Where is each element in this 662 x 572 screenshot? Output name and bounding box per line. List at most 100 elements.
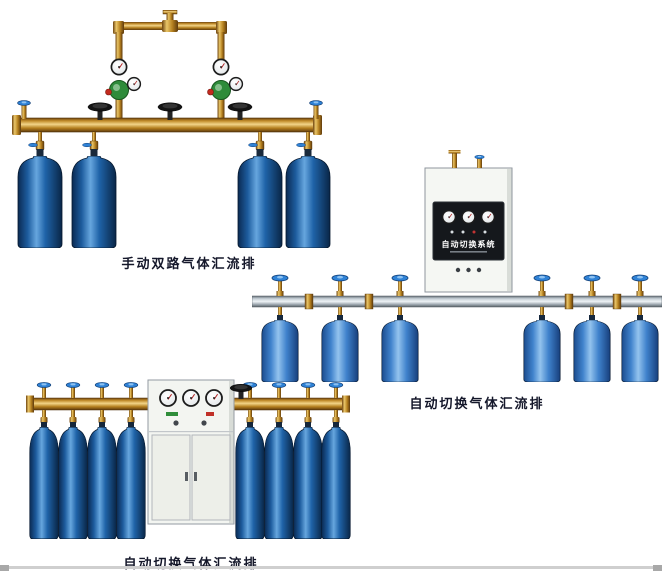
gas-cylinder-icon [573, 320, 611, 382]
pressure-gauge-icon [182, 389, 200, 407]
end-valve-right [309, 100, 323, 119]
valve-handwheel-blue-icon [248, 142, 258, 148]
status-label-red [206, 412, 214, 416]
gas-cylinder-station [237, 132, 283, 248]
manual-dual-manifold-illustration [12, 9, 331, 248]
product-auto-switch-manifold-bottom: 自动切换气体汇流排 [22, 374, 352, 572]
product-caption: 手动双路气体汇流排 [121, 256, 257, 271]
product-caption: 自动切换气体汇流排 [123, 556, 259, 571]
gas-cylinder-station [116, 382, 146, 539]
gas-cylinder-icon [29, 427, 59, 539]
gas-cylinder-station [321, 274, 359, 382]
gas-cylinder-icon [17, 156, 63, 248]
gas-cylinder-station [87, 382, 117, 539]
cabinet-knob [201, 420, 207, 426]
page-corner-mark-right [653, 565, 662, 571]
gas-cylinder-station [523, 274, 561, 382]
valve-handwheel-blue-icon [631, 274, 649, 282]
valve-handwheel-black-icon [227, 102, 253, 112]
indicator-light [472, 230, 476, 234]
gas-cylinder-station [621, 274, 659, 382]
valve-handwheel-blue-icon [328, 382, 344, 388]
gas-cylinder-icon [235, 427, 265, 539]
cabinet-door [151, 434, 191, 521]
pressure-gauge-icon [159, 389, 177, 407]
gas-cylinder-station [381, 274, 419, 382]
auto-switch-manifold-illustration [26, 379, 351, 539]
manual-valve-black-left [87, 102, 113, 120]
manual-valve-black-center [157, 102, 183, 120]
gas-cylinder-station [235, 382, 265, 539]
door-handle [194, 472, 197, 481]
end-valve-left [17, 100, 31, 119]
manual-valve-black-right [227, 102, 253, 120]
gas-cylinder-station [285, 132, 331, 248]
main-manifold-pipe [12, 115, 322, 135]
gas-cylinder-station [264, 382, 294, 539]
cabinet-knob [466, 267, 471, 273]
valve-handwheel-blue-icon [583, 274, 601, 282]
cabinet-knob [476, 267, 482, 273]
regulator-station-right [207, 58, 244, 120]
product-auto-switch-manifold-right: 自动切换系统 [251, 150, 662, 412]
gas-cylinder-station [58, 382, 88, 539]
indicator-light [483, 230, 487, 234]
valve-handwheel-blue-icon [309, 100, 323, 106]
pressure-gauge-icon [228, 76, 244, 92]
product-caption: 自动切换气体汇流排 [409, 396, 545, 411]
valve-handwheel-blue-icon [331, 274, 349, 282]
valve-handwheel-black-icon [157, 102, 183, 112]
page-corner-mark-left [0, 565, 9, 571]
gas-cylinder-station [573, 274, 611, 382]
valve-handwheel-blue-icon [94, 382, 110, 388]
valve-handwheel-blue-icon [82, 142, 92, 148]
pressure-gauge-icon [126, 76, 142, 92]
gas-cylinder-icon [321, 320, 359, 382]
gas-cylinder-icon [293, 427, 323, 539]
cabinet-knob [455, 267, 461, 273]
gas-cylinder-icon [381, 320, 419, 382]
control-cabinet [147, 379, 235, 525]
pressure-gauge-icon [461, 209, 476, 225]
gas-cylinder-icon [116, 427, 146, 539]
valve-handwheel-blue-icon [296, 142, 306, 148]
valve-handwheel-blue-icon [17, 100, 31, 106]
valve-handwheel-black-icon [87, 102, 113, 112]
regulator-knob [207, 88, 214, 96]
cabinet-panel-label: 自动切换系统 [442, 239, 496, 249]
valve-handwheel-blue-icon [65, 382, 81, 388]
valve-handwheel-blue-icon [271, 274, 289, 282]
shutoff-valve-black [229, 383, 253, 399]
cabinet-panel-subtext [450, 251, 487, 253]
gas-cylinder-icon [321, 427, 351, 539]
pressure-regulator-icon [109, 80, 129, 100]
valve-handwheel-blue-icon [28, 142, 38, 148]
pressure-regulator-icon [211, 80, 231, 100]
gas-cylinder-icon [71, 156, 117, 248]
door-handle [185, 472, 188, 481]
pressure-gauge-icon [480, 209, 496, 225]
valve-handwheel-blue-icon [36, 382, 52, 388]
pressure-gauge-icon [212, 58, 230, 76]
manifold-pipe [251, 293, 662, 310]
valve-handwheel-black-icon [229, 383, 253, 393]
valve-handwheel-blue-icon [391, 274, 409, 282]
indicator-light [450, 230, 454, 234]
valve-handwheel-blue-icon [533, 274, 551, 282]
gas-cylinder-station [17, 132, 63, 248]
gas-cylinder-station [293, 382, 323, 539]
regulator-station-left [105, 58, 142, 120]
pressure-gauge-icon [205, 389, 223, 407]
control-cabinet: 自动切换系统 [424, 150, 513, 293]
gas-cylinder-station [321, 382, 351, 539]
gas-cylinder-icon [87, 427, 117, 539]
gas-cylinder-icon [523, 320, 561, 382]
cabinet-knob [173, 420, 179, 426]
valve-handwheel-blue-icon [300, 382, 316, 388]
pressure-gauge-icon [441, 209, 457, 225]
gas-cylinder-station [29, 382, 59, 539]
gas-cylinder-icon [621, 320, 659, 382]
cabinet-door [191, 434, 231, 521]
gas-cylinder-icon [58, 427, 88, 539]
